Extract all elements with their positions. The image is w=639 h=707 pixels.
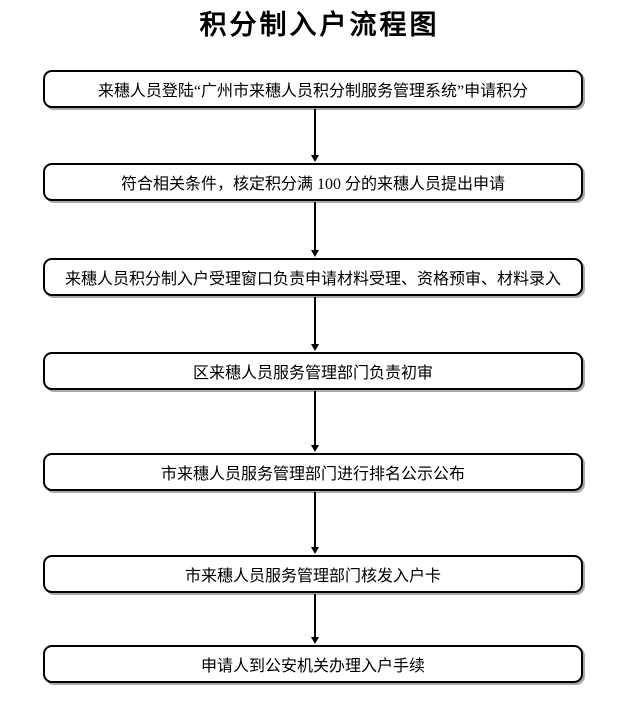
flow-step-label: 区来穗人员服务管理部门负责初审 bbox=[192, 365, 433, 382]
flow-connector-3 bbox=[307, 297, 323, 351]
flow-step-4: 区来穗人员服务管理部门负责初审 bbox=[43, 352, 583, 390]
flow-step-label: 申请人到公安机关办理入户手续 bbox=[200, 658, 425, 675]
flow-step-label: 符合相关条件，核定积分满 100 分的来穗人员提出申请 bbox=[120, 176, 505, 193]
arrow-down-icon bbox=[311, 637, 319, 644]
flow-step-2: 符合相关条件，核定积分满 100 分的来穗人员提出申请 bbox=[43, 163, 583, 201]
arrow-down-icon bbox=[311, 445, 319, 452]
flow-connector-6 bbox=[307, 594, 323, 644]
flow-step-7: 申请人到公安机关办理入户手续 bbox=[43, 645, 583, 683]
connector-line bbox=[314, 391, 316, 446]
flow-connector-4 bbox=[307, 391, 323, 452]
flow-step-label: 市来穗人员服务管理部门进行排名公示公布 bbox=[160, 466, 465, 483]
flow-connector-1 bbox=[307, 109, 323, 162]
connector-line bbox=[314, 297, 316, 345]
flow-connector-2 bbox=[307, 202, 323, 257]
connector-line bbox=[314, 109, 316, 156]
flow-step-label: 来穗人员登陆“广州市来穗人员积分制服务管理系统”申请积分 bbox=[97, 83, 529, 100]
flow-step-1: 来穗人员登陆“广州市来穗人员积分制服务管理系统”申请积分 bbox=[43, 70, 583, 108]
flow-step-5: 市来穗人员服务管理部门进行排名公示公布 bbox=[43, 453, 583, 491]
connector-line bbox=[314, 202, 316, 251]
connector-line bbox=[314, 594, 316, 638]
arrow-down-icon bbox=[311, 250, 319, 257]
flow-step-label: 市来穗人员服务管理部门核发入户卡 bbox=[184, 568, 441, 585]
page-title: 积分制入户流程图 bbox=[199, 10, 440, 40]
arrow-down-icon bbox=[311, 547, 319, 554]
flow-connector-5 bbox=[307, 492, 323, 554]
flow-step-label: 来穗人员积分制入户受理窗口负责申请材料受理、资格预审、材料录入 bbox=[64, 271, 561, 288]
arrow-down-icon bbox=[311, 155, 319, 162]
connector-line bbox=[314, 492, 316, 548]
flow-step-6: 市来穗人员服务管理部门核发入户卡 bbox=[43, 555, 583, 593]
arrow-down-icon bbox=[311, 344, 319, 351]
flow-step-3: 来穗人员积分制入户受理窗口负责申请材料受理、资格预审、材料录入 bbox=[43, 258, 583, 296]
